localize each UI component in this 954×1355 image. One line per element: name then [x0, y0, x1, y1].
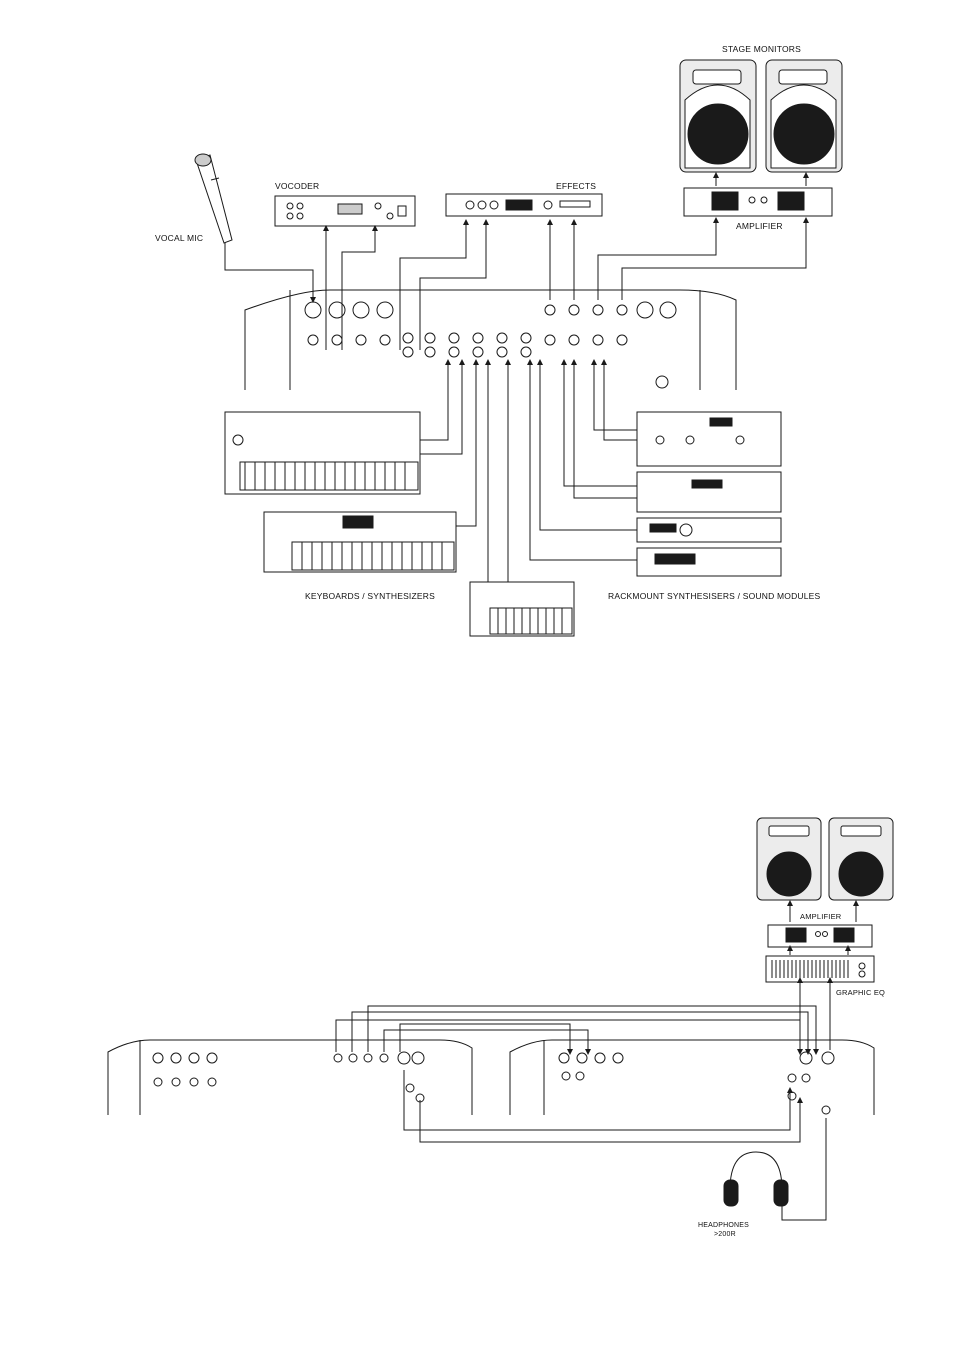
vocal-mic — [195, 154, 232, 243]
rack-module-4 — [637, 548, 781, 576]
mixer-main — [245, 290, 736, 390]
label-impedance: >200R — [714, 1231, 736, 1238]
keyboard-2 — [264, 512, 456, 572]
headphones-device — [724, 1152, 788, 1206]
rack-module-3 — [637, 518, 781, 542]
label-effects: EFFECTS — [556, 181, 596, 191]
amplifier-unit-2 — [768, 925, 872, 947]
mixer-left-2 — [108, 1040, 472, 1115]
speaker-left-2 — [757, 818, 821, 900]
label-headphones: HEADPHONES — [698, 1222, 749, 1229]
effects-unit — [446, 194, 602, 216]
label-vocoder: VOCODER — [275, 181, 319, 191]
rack-module-2 — [637, 472, 781, 512]
vocoder-unit — [275, 196, 415, 226]
label-vocal-mic: VOCAL MIC — [155, 233, 203, 243]
amplifier-unit — [684, 188, 832, 216]
keyboard-3 — [470, 582, 574, 636]
stage-monitor-right — [766, 60, 842, 172]
graphic-eq-unit — [766, 956, 874, 982]
stage-monitor-left — [680, 60, 756, 172]
label-keyboards: KEYBOARDS / SYNTHESIZERS — [305, 591, 435, 601]
mixer-right-2 — [510, 1040, 874, 1115]
label-amplifier-2: AMPLIFIER — [800, 912, 841, 921]
speaker-right-2 — [829, 818, 893, 900]
label-graphic-eq: GRAPHIC EQ — [836, 988, 885, 997]
diagram-1 — [195, 60, 842, 636]
label-stage-monitors: STAGE MONITORS — [722, 44, 801, 54]
diagram-2 — [108, 818, 893, 1220]
rack-module-1 — [637, 412, 781, 466]
keyboard-1 — [225, 412, 420, 494]
label-rackmount: RACKMOUNT SYNTHESISERS / SOUND MODULES — [608, 591, 820, 601]
label-amplifier: AMPLIFIER — [736, 221, 783, 231]
